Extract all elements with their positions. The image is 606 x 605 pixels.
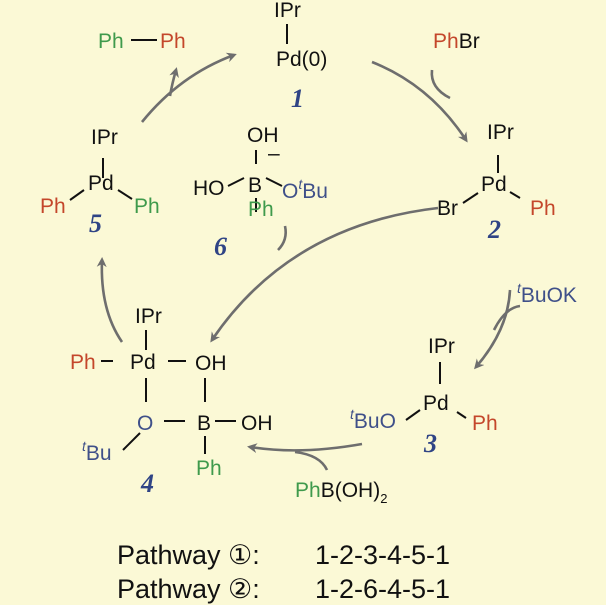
pd0-label: Pd(0) (276, 48, 327, 71)
cycle-arrows (96, 52, 521, 471)
biphenyl-product: Ph Ph (98, 30, 186, 53)
phenylboronic-acid-reagent: PhB(OH)2 (295, 479, 387, 506)
o-label: O (137, 412, 153, 435)
ph-green: Ph (134, 195, 160, 218)
br-label: Br (437, 197, 458, 220)
svg-text:OtBu: OtBu (282, 176, 328, 203)
buok-label: BuOK (521, 284, 577, 307)
subscript-2: 2 (380, 491, 387, 506)
compound-6: OH – B HO OtBu Ph 6 (193, 124, 328, 261)
compound-number-1: 1 (291, 84, 304, 113)
compound-1: IPr Pd(0) 1 (274, 0, 327, 113)
ph-red: Ph (472, 412, 498, 435)
tert-superscript: t (350, 406, 355, 422)
compound-2: IPr Pd Br Ph 2 (437, 121, 556, 244)
oh-label: OH (247, 124, 279, 147)
compound-number-2: 2 (487, 215, 501, 244)
ho-label: HO (193, 177, 225, 200)
tert-superscript: t (82, 438, 87, 454)
boron-label: B (197, 412, 211, 435)
tbuok-entry-hook (492, 304, 521, 331)
o-label: O (282, 180, 298, 203)
bu-label: Bu (302, 180, 328, 203)
pd-label: Pd (130, 351, 156, 374)
ph-green: Ph (196, 457, 222, 480)
bu-label: Bu (86, 442, 112, 465)
svg-text:PhBr: PhBr (433, 30, 480, 53)
ph-red: Ph (530, 197, 556, 220)
negative-charge: – (268, 142, 280, 165)
tert-superscript: t (298, 176, 303, 192)
tbuok-reagent: tBuOK (517, 280, 577, 307)
oh-label: OH (195, 352, 227, 375)
compound-4: IPr Ph Pd OH O B OH tBu Ph 4 (70, 305, 273, 498)
ipr-ligand: IPr (274, 0, 301, 22)
ph-red: Ph (433, 30, 459, 53)
arrow-2-to-3 (474, 289, 512, 370)
svg-text:PhB(OH)2: PhB(OH)2 (295, 479, 387, 506)
ipr-ligand: IPr (487, 121, 514, 144)
ph-red: Ph (160, 30, 186, 53)
buo-label: BuO (354, 410, 396, 433)
compound-number-3: 3 (423, 429, 437, 458)
compound-5: IPr Pd Ph Ph 5 (40, 126, 160, 238)
phbr-entry-hook (430, 69, 451, 100)
oh-label: OH (241, 412, 273, 435)
arrow-5-to-1 (140, 52, 237, 123)
svg-text:tBuOK: tBuOK (517, 280, 577, 307)
pathway-2-sequence: 1-2-6-4-5-1 (315, 574, 450, 604)
compound-number-6: 6 (214, 232, 227, 261)
pd-label: Pd (88, 172, 114, 195)
svg-text:tBuO: tBuO (350, 406, 396, 433)
pd-label: Pd (481, 173, 507, 196)
ipr-ligand: IPr (91, 126, 118, 149)
pd-label: Pd (423, 392, 449, 415)
ph-green: Ph (248, 198, 274, 221)
svg-text:tBu: tBu (82, 438, 112, 465)
ipr-ligand: IPr (428, 335, 455, 358)
compound-number-4: 4 (140, 469, 154, 498)
phbr-reagent: PhBr (433, 30, 480, 53)
pathway-1-label: Pathway ①: (117, 540, 260, 570)
ph-green: Ph (98, 30, 124, 53)
boron-label: B (248, 174, 262, 197)
tert-superscript: t (517, 280, 522, 296)
arrow-2-to-4 (210, 206, 439, 343)
biphenyl-release-arrow (168, 67, 179, 97)
compound-3: IPr Pd tBuO Ph 3 (350, 335, 498, 458)
phboh2-entry-hook (294, 450, 329, 471)
compound-number-5: 5 (89, 209, 102, 238)
boh-label: B(OH) (321, 479, 381, 502)
ph-red: Ph (40, 195, 66, 218)
ph-red: Ph (70, 351, 96, 374)
pathway-1-sequence: 1-2-3-4-5-1 (315, 540, 450, 570)
br-label: Br (459, 30, 480, 53)
arrow-3-to-4 (247, 442, 363, 454)
pathway-2-label: Pathway ②: (117, 574, 260, 604)
pathway-legend: Pathway ①: 1-2-3-4-5-1 Pathway ②: 1-2-6-… (117, 540, 450, 604)
compound-6-entry-hook (277, 225, 287, 251)
arrow-4-to-5 (96, 257, 124, 343)
arrow-1-to-2 (371, 60, 468, 143)
ipr-ligand: IPr (135, 305, 162, 328)
ph-green: Ph (295, 479, 321, 502)
